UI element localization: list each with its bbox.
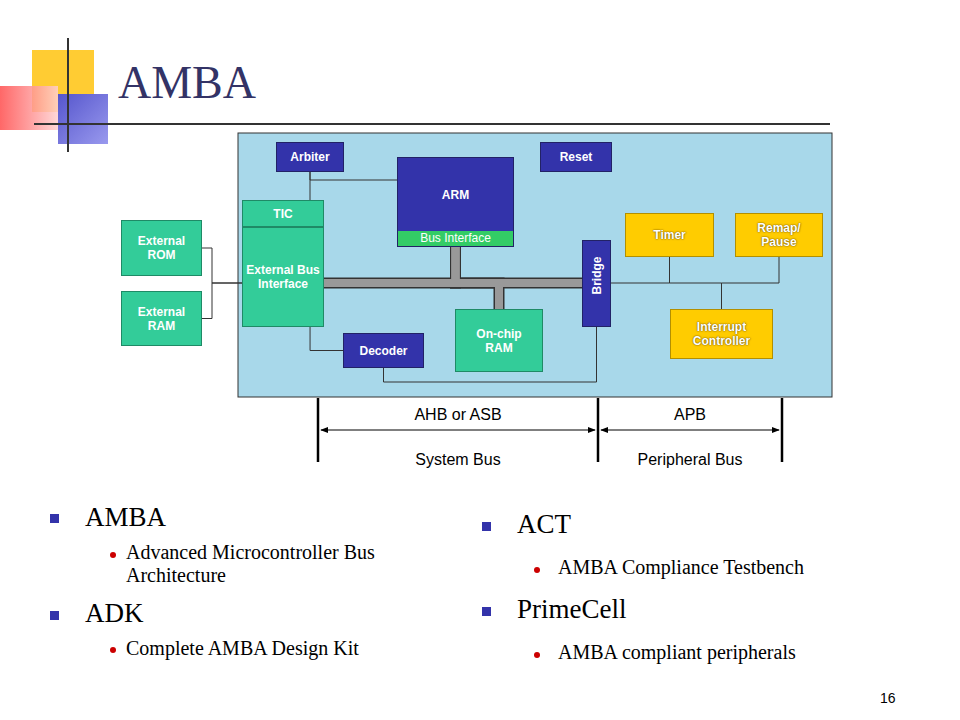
signal-wire [310, 172, 311, 200]
system-bus [456, 247, 500, 309]
system-bus [324, 247, 456, 283]
node-label: TIC [273, 207, 292, 221]
deco-square [58, 94, 108, 144]
node-label: Timer [653, 228, 685, 242]
tic-box: TIC [242, 200, 324, 227]
signal-wire [611, 257, 670, 283]
node-label: External ROM [125, 234, 198, 262]
bullet-heading: AMBA [85, 502, 166, 533]
decoder-box: Decoder [343, 333, 424, 368]
bus-extent-tick [781, 398, 784, 462]
arbiter-box: Arbiter [276, 142, 344, 172]
bus-name: Peripheral Bus [638, 451, 743, 469]
node-label: Arbiter [290, 150, 329, 164]
bus-outline [456, 247, 500, 309]
signal-wire [670, 257, 722, 309]
peripheral-box: Remap/ Pause [735, 213, 823, 257]
node-label: Remap/ Pause [749, 221, 809, 249]
bullet-dot [534, 652, 540, 658]
node-label: External RAM [125, 305, 198, 333]
bullet-item: AMBA compliant peripherals [558, 641, 796, 664]
bullet-item: Complete AMBA Design Kit [126, 637, 359, 660]
node-label: External Bus Interface [246, 263, 320, 291]
bus-name: AHB or ASB [414, 406, 501, 424]
node-label: Bridge [590, 273, 604, 294]
bullet-dot [534, 567, 540, 573]
memory-box: On-chip RAM [455, 309, 543, 372]
bullet-dot [110, 552, 116, 558]
dimension-arrow [601, 430, 779, 431]
signal-wire [202, 283, 242, 319]
memory-box: External ROM [121, 220, 202, 276]
node-label: Decoder [359, 344, 407, 358]
peripheral-box: Timer [625, 213, 714, 257]
node-label: Interrupt Controller [677, 320, 767, 348]
bus-extent-tick [597, 398, 600, 462]
bullet-item: AMBA Compliance Testbench [558, 556, 804, 579]
bus-interface-box: External Bus Interface [242, 227, 324, 327]
bus-interface-strip: Bus Interface [398, 231, 513, 246]
bullet-heading: PrimeCell [517, 594, 627, 625]
bullet-square [50, 611, 59, 620]
bullet-square [482, 607, 491, 616]
page-number: 16 [880, 690, 896, 706]
dimension-arrow [321, 430, 595, 431]
node-label: Reset [560, 150, 593, 164]
bus-outline [324, 247, 456, 283]
bullet-square [50, 514, 59, 523]
bridge-box: Bridge [582, 240, 611, 327]
system-bus [456, 247, 583, 283]
signal-wire [384, 327, 597, 382]
signal-wire [722, 257, 780, 309]
signal-wire [310, 172, 397, 180]
title-rule [67, 38, 69, 152]
peripheral-box: Interrupt Controller [670, 309, 773, 359]
bullet-heading: ADK [85, 598, 144, 629]
bullet-dot [110, 647, 116, 653]
bullet-item: Advanced Microcontroller Bus Architectur… [126, 541, 466, 587]
chip-panel [238, 133, 832, 397]
cpu-box: ARM Bus Interface [397, 157, 514, 247]
bus-name: System Bus [415, 451, 500, 469]
node-label: On-chip RAM [469, 327, 529, 355]
title-rule [34, 123, 830, 125]
bus-name: APB [674, 406, 706, 424]
bullet-heading: ACT [517, 509, 571, 540]
bullet-square [482, 522, 491, 531]
node-label: ARM [442, 188, 469, 202]
signal-wire [202, 248, 242, 283]
memory-box: External RAM [121, 291, 202, 346]
bus-extent-tick [317, 398, 320, 462]
reset-box: Reset [540, 142, 612, 172]
slide-title: AMBA [118, 56, 256, 109]
signal-wire [310, 327, 343, 351]
